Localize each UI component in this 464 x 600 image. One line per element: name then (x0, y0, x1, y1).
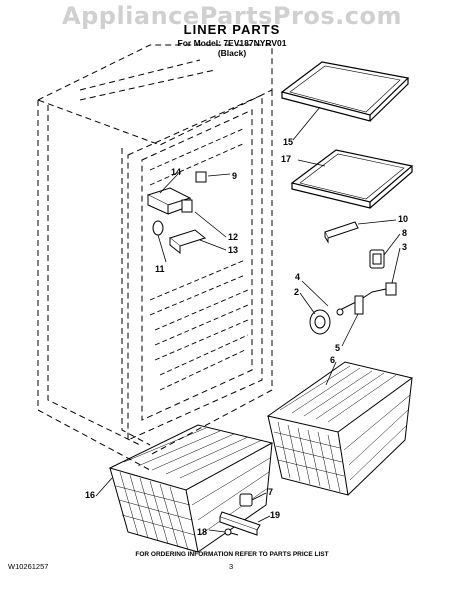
clip-part-9 (195, 171, 207, 183)
callout-6: 6 (330, 355, 335, 365)
thermostat-knob (309, 295, 364, 335)
stop-part-7 (239, 493, 253, 507)
callout-2: 2 (294, 287, 299, 297)
callout-19: 19 (270, 510, 280, 520)
model-info: For Model: 7EV187NYRV01 (Black) (0, 38, 464, 58)
callout-16: 16 (85, 490, 95, 500)
ordering-note: FOR ORDERING INFORMATION REFER TO PARTS … (135, 551, 329, 558)
callout-8: 8 (402, 228, 407, 238)
callout-13: 13 (228, 245, 238, 255)
liner-outline (36, 44, 273, 471)
callout-12: 12 (228, 232, 238, 242)
shelf-lower (290, 149, 414, 209)
connector-part-3 (371, 282, 397, 296)
shelf-upper (280, 61, 410, 122)
callout-14: 14 (171, 167, 181, 177)
callout-15: 15 (283, 137, 293, 147)
callout-3: 3 (402, 242, 407, 252)
color-line: (Black) (217, 48, 247, 58)
bracket-part-13 (168, 229, 207, 255)
basket-right (266, 361, 414, 496)
model-line: For Model: 7EV187NYRV01 (177, 38, 287, 48)
callout-11: 11 (155, 264, 165, 274)
callout-5: 5 (335, 343, 340, 353)
liner-ribs (149, 127, 249, 391)
callout-4: 4 (295, 272, 300, 282)
screw-part-18 (224, 528, 239, 536)
slide-rail (219, 511, 261, 536)
callout-labels: 15 17 14 9 10 8 3 12 13 11 4 2 5 6 7 16 … (85, 137, 408, 537)
shelf-support (324, 221, 359, 244)
page-title: LINER PARTS (183, 22, 281, 37)
document-number: W10261257 (8, 562, 49, 571)
basket-left (108, 424, 274, 553)
bulb-part-11 (152, 220, 164, 236)
callout-18: 18 (197, 527, 207, 537)
page-number: 3 (229, 562, 234, 571)
leader-lines (95, 106, 401, 533)
callout-17: 17 (281, 154, 291, 164)
callout-9: 9 (232, 171, 237, 181)
watermark: AppliancePartsPros.com (62, 2, 402, 30)
callout-10: 10 (398, 214, 408, 224)
callout-7: 7 (268, 487, 273, 497)
socket-part-12 (181, 199, 193, 213)
bracket-part-8 (369, 249, 385, 269)
